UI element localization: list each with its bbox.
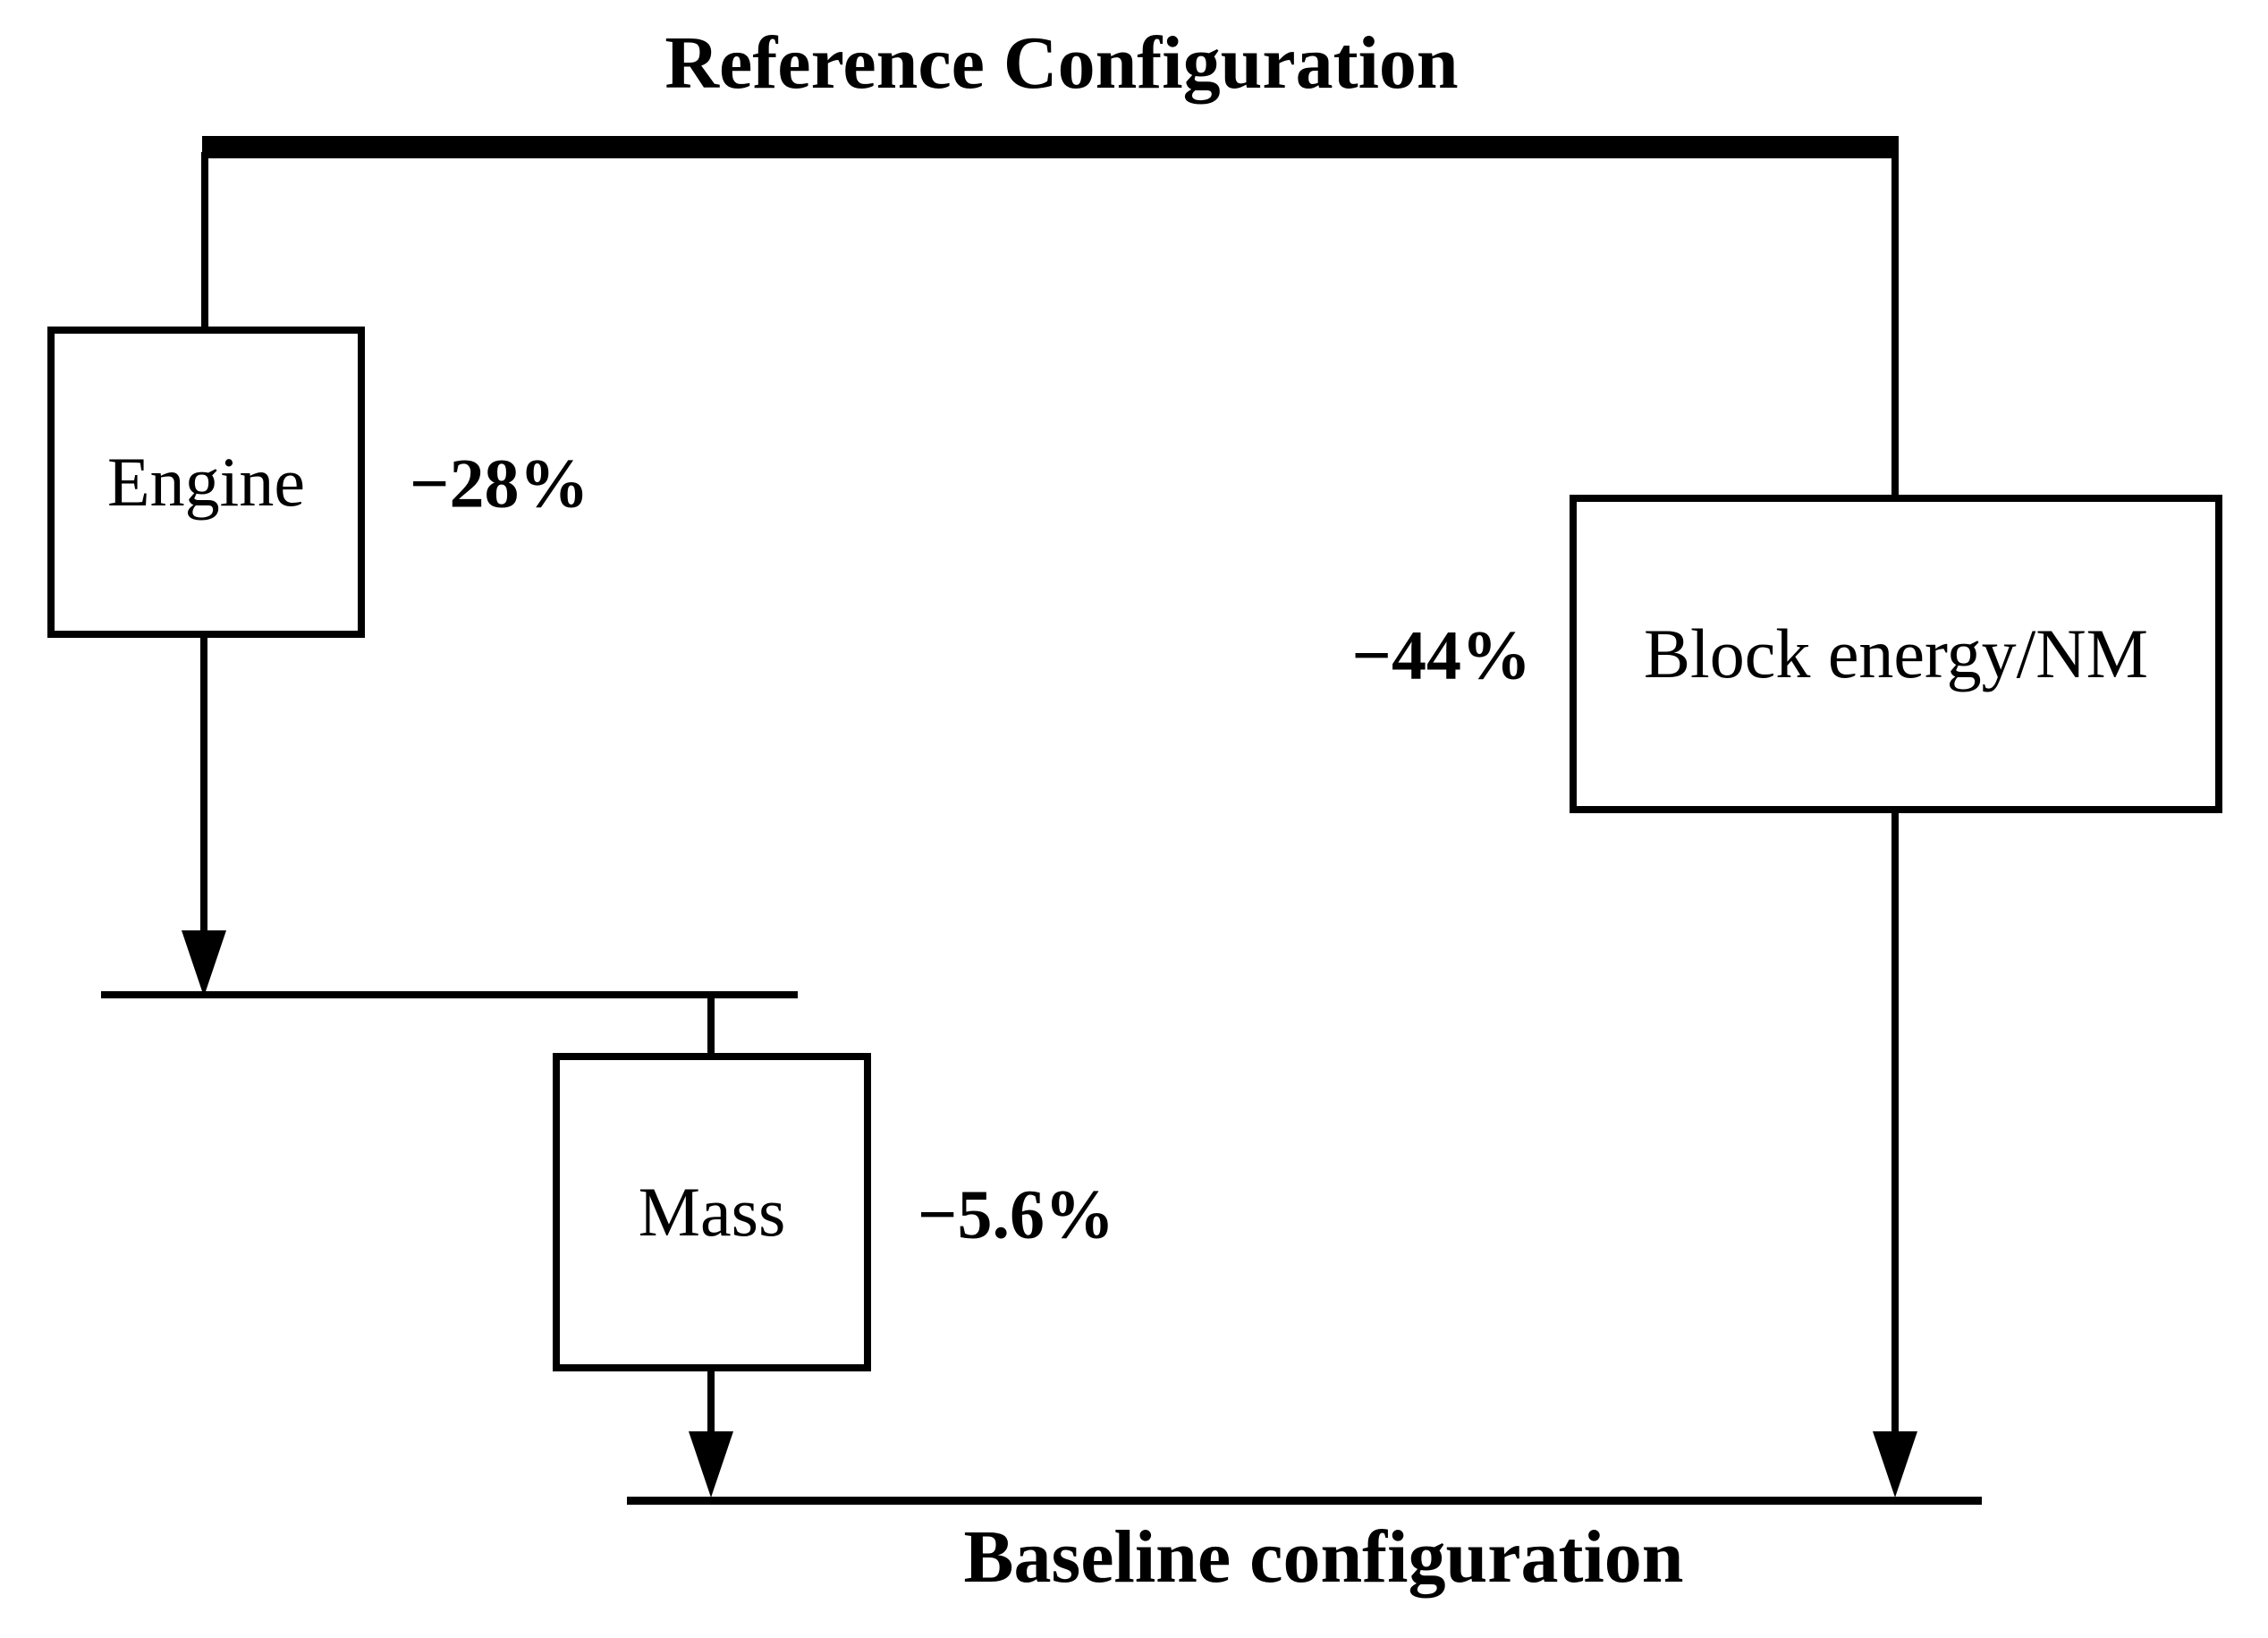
engine-delta-label: −28% <box>410 444 589 522</box>
engine-arrow-shaft <box>200 637 207 935</box>
mass-node: Mass <box>553 1053 871 1371</box>
engine-node-label: Engine <box>107 443 305 521</box>
intermediate-junction-line <box>101 991 798 998</box>
block-energy-arrow-head <box>1873 1431 1917 1498</box>
engine-node: Engine <box>47 327 365 638</box>
block-energy-node-label: Block energy/NM <box>1644 615 2148 692</box>
connector-junction-to-mass <box>707 995 715 1054</box>
connector-bar-to-block-energy <box>1891 152 1899 496</box>
baseline-configuration-line <box>627 1497 1982 1505</box>
mass-node-label: Mass <box>638 1173 786 1251</box>
block-energy-arrow-shaft <box>1891 812 1899 1436</box>
reference-configuration-bar <box>202 136 1899 158</box>
block-energy-node: Block energy/NM <box>1570 495 2222 813</box>
mass-delta-label: −5.6% <box>918 1175 1114 1253</box>
mass-arrow-head <box>689 1431 733 1498</box>
connector-bar-to-engine <box>201 152 208 327</box>
reference-configuration-title: Reference Configuration <box>664 21 1459 105</box>
engine-arrow-head <box>182 930 226 997</box>
block-energy-delta-label: −44% <box>1351 615 1531 694</box>
baseline-configuration-title: Baseline configuration <box>963 1515 1684 1599</box>
mass-arrow-shaft <box>707 1371 715 1436</box>
